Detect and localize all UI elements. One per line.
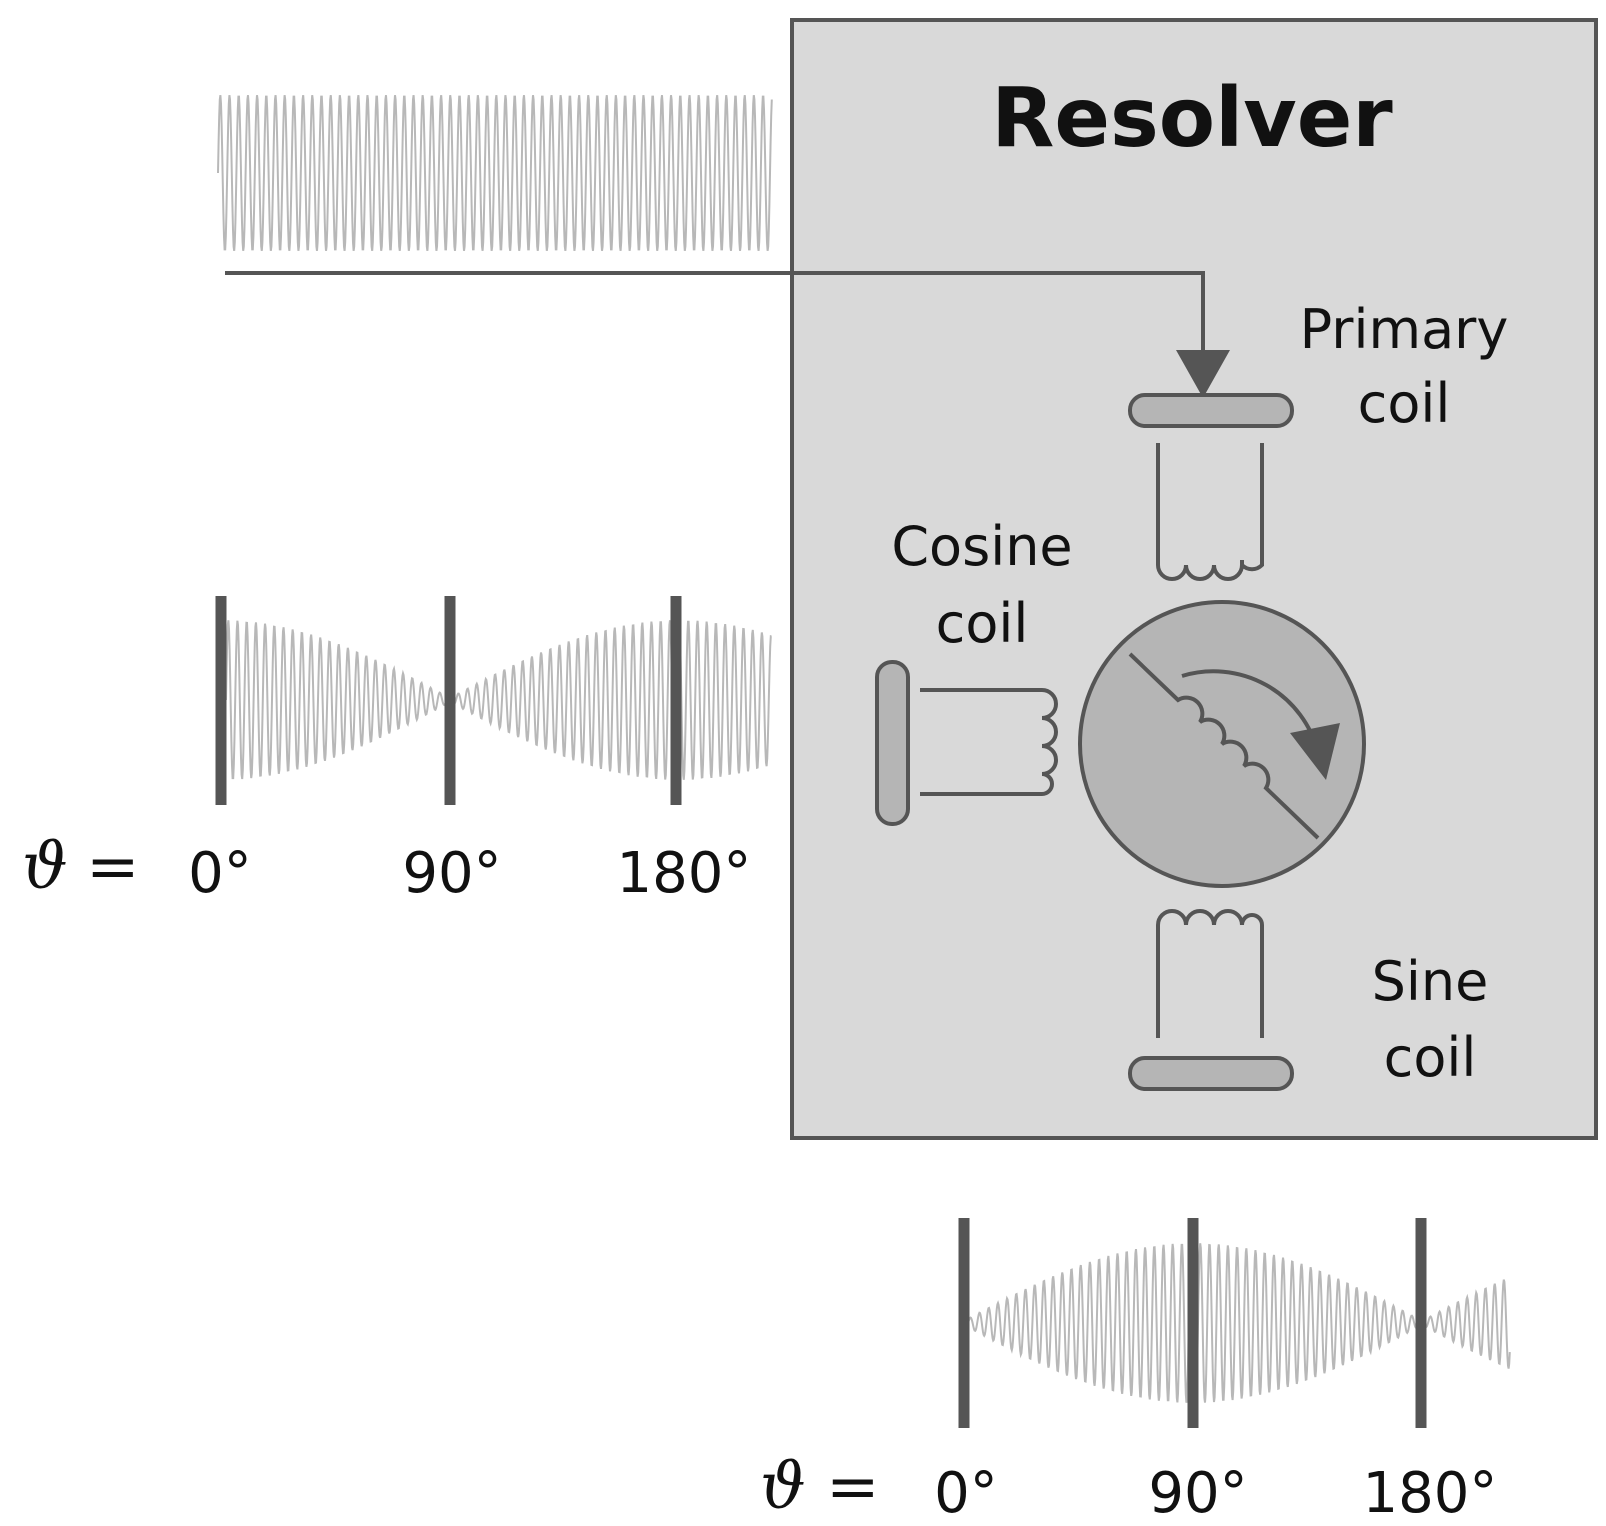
excitation-arrowhead (1176, 350, 1230, 398)
cosine-coil-winding (920, 688, 1058, 796)
cosine-tick-0: 0° (188, 841, 252, 906)
sine-tick-180: 180° (1363, 1461, 1498, 1526)
cosine-theta-symbol: ϑ (22, 830, 68, 904)
cosine-tick-90: 90° (402, 841, 501, 906)
excitation-signal-waveform (217, 95, 773, 251)
primary-coil-label-line2: coil (1358, 372, 1451, 435)
primary-coil-winding (1156, 443, 1264, 581)
sine-coil-core (1128, 1056, 1294, 1091)
primary-coil-core (1128, 393, 1294, 428)
diagram-title: Resolver (991, 71, 1393, 166)
sine-output-waveform (967, 1243, 1511, 1403)
cosine-coil-core (875, 660, 910, 826)
rotor-winding (1128, 652, 1320, 840)
sine-coil-winding (1156, 909, 1264, 1038)
sine-theta-symbol: ϑ (760, 1450, 806, 1524)
cosine-output-waveform (225, 620, 772, 780)
cosine-equals-sign: = (86, 830, 140, 904)
primary-coil-label-line1: Primary (1300, 298, 1509, 361)
rotation-arrowhead-icon (1290, 723, 1340, 780)
sine-coil-label-line1: Sine (1372, 950, 1489, 1013)
sine-tick-90: 90° (1148, 1461, 1247, 1526)
cosine-coil-label-line1: Cosine (891, 515, 1072, 578)
sine-equals-sign: = (826, 1450, 880, 1524)
cosine-tick-180: 180° (617, 841, 752, 906)
cosine-coil-label-line2: coil (936, 592, 1029, 655)
sine-tick-0: 0° (934, 1461, 998, 1526)
excitation-wire (225, 271, 1205, 372)
sine-coil-label-line2: coil (1384, 1026, 1477, 1089)
